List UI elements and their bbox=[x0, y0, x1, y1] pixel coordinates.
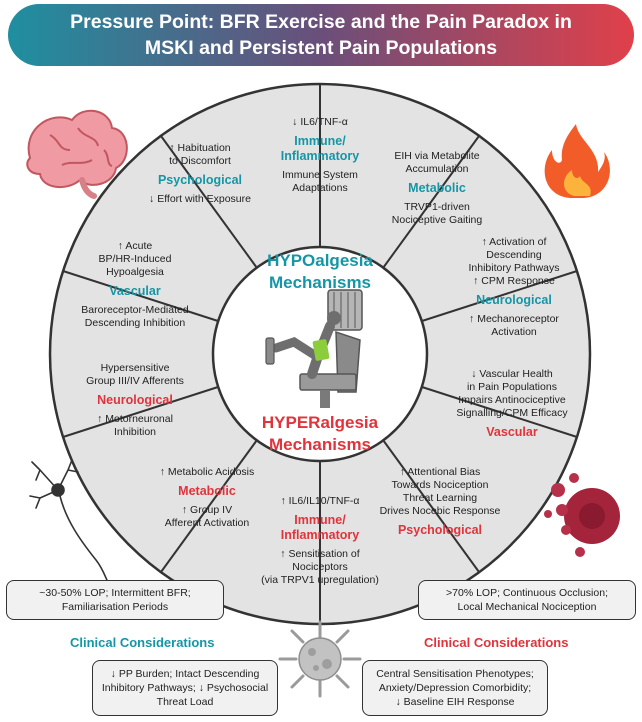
hypo-immune-top-text: ↓ IL6/TNF-α bbox=[292, 116, 348, 128]
blood-cells-icon bbox=[544, 473, 620, 557]
hyper-metabolic-heading: Metabolic bbox=[178, 484, 236, 498]
clinical-right-bottom-box: Central Sensitisation Phenotypes; Anxiet… bbox=[362, 660, 548, 716]
neuron-icon bbox=[29, 459, 119, 601]
hypo-metabolic-segment: EIH via Metabolite Accumulation Metaboli… bbox=[378, 150, 496, 227]
hypo-psychological-top-text: ↑ Habituation to Discomfort bbox=[169, 142, 231, 167]
hypo-psychological-bottom-text: ↓ Effort with Exposure bbox=[149, 193, 251, 205]
hyper-neurological-segment: Hypersensitive Group III/IV Afferents Ne… bbox=[70, 362, 200, 439]
hypo-psychological-heading: Psychological bbox=[157, 173, 243, 187]
hypo-neurological-top-text: ↑ Activation of Descending Inhibitory Pa… bbox=[468, 236, 560, 287]
hypo-metabolic-top-text: EIH via Metabolite Accumulation bbox=[394, 150, 480, 175]
brain-icon bbox=[26, 109, 128, 199]
hyper-immune-heading: Immune/ Inflammatory bbox=[280, 513, 360, 542]
hyper-neurological-top-text: Hypersensitive Group III/IV Afferents bbox=[86, 362, 184, 387]
clinical-left-top-box: ~30-50% LOP; Intermittent BFR; Familiari… bbox=[6, 580, 224, 620]
segment-dividers bbox=[62, 84, 578, 624]
clinical-heading-right: Clinical Considerations bbox=[424, 635, 569, 650]
hypo-metabolic-heading: Metabolic bbox=[408, 181, 466, 195]
hypo-metabolic-bottom-text: TRVP1-driven Nociceptive Gaiting bbox=[391, 201, 483, 226]
hypo-vascular-top-text: ↑ Acute BP/HR-Induced Hypoalgesia bbox=[98, 240, 172, 278]
hyper-neurological-heading: Neurological bbox=[97, 393, 173, 407]
hyper-psychological-segment: ↑ Attentional Bias Towards Nociception T… bbox=[378, 466, 502, 543]
hyper-metabolic-bottom-text: ↑ Group IV Afferent Activation bbox=[164, 504, 250, 529]
hyper-psychological-heading: Psychological bbox=[397, 523, 483, 537]
hypo-vascular-bottom-text: Baroreceptor-Mediated Descending Inhibit… bbox=[81, 304, 189, 329]
hyper-metabolic-segment: ↑ Metabolic Acidosis Metabolic ↑ Group I… bbox=[148, 466, 266, 530]
hypo-immune-bottom-text: Immune System Adaptations bbox=[282, 169, 358, 194]
hyper-immune-bottom-text: ↑ Sensitisation of Nociceptors (via TRPV… bbox=[261, 548, 379, 586]
hypo-immune-heading: Immune/ Inflammatory bbox=[280, 134, 360, 163]
fire-icon bbox=[544, 124, 610, 198]
hyper-vascular-top-text: ↓ Vascular Health in Pain Populations Im… bbox=[456, 368, 568, 419]
hypo-neurological-segment: ↑ Activation of Descending Inhibitory Pa… bbox=[458, 236, 570, 339]
hyperalgesia-title: HYPERalgesia Mechanisms bbox=[261, 413, 379, 454]
hypo-psychological-segment: ↑ Habituation to Discomfort Psychologica… bbox=[140, 142, 260, 206]
clinical-right-top-box: >70% LOP; Continuous Occlusion; Local Me… bbox=[418, 580, 636, 620]
virus-icon bbox=[278, 620, 362, 698]
leg-press-machine-icon bbox=[265, 289, 363, 408]
hypo-neurological-bottom-text: ↑ Mechanoreceptor Activation bbox=[469, 313, 559, 338]
page-title: Pressure Point: BFR Exercise and the Pai… bbox=[70, 11, 572, 59]
hyper-immune-segment: ↑ IL6/IL10/TNF-α Immune/ Inflammatory ↑ … bbox=[252, 495, 388, 587]
hyper-psychological-top-text: ↑ Attentional Bias Towards Nociception T… bbox=[379, 466, 501, 517]
hypo-immune-segment: ↓ IL6/TNF-α Immune/ Inflammatory Immune … bbox=[262, 116, 378, 195]
clinical-left-bottom-box: ↓ PP Burden; Intact Descending Inhibitor… bbox=[92, 660, 278, 716]
hypo-vascular-heading: Vascular bbox=[109, 284, 161, 298]
hyper-neurological-bottom-text: ↑ Motorneuronal Inhibition bbox=[97, 413, 173, 438]
hyper-metabolic-top-text: ↑ Metabolic Acidosis bbox=[159, 466, 255, 478]
hypoalgesia-title: HYPOalgesia Mechanisms bbox=[267, 251, 373, 292]
hyper-vascular-segment: ↓ Vascular Health in Pain Populations Im… bbox=[448, 368, 576, 445]
hyper-immune-top-text: ↑ IL6/IL10/TNF-α bbox=[280, 495, 360, 507]
title-banner: Pressure Point: BFR Exercise and the Pai… bbox=[8, 4, 634, 66]
clinical-heading-left: Clinical Considerations bbox=[70, 635, 215, 650]
hypo-vascular-segment: ↑ Acute BP/HR-Induced Hypoalgesia Vascul… bbox=[70, 240, 200, 330]
hyper-vascular-heading: Vascular bbox=[486, 425, 538, 439]
hypo-neurological-heading: Neurological bbox=[476, 293, 552, 307]
